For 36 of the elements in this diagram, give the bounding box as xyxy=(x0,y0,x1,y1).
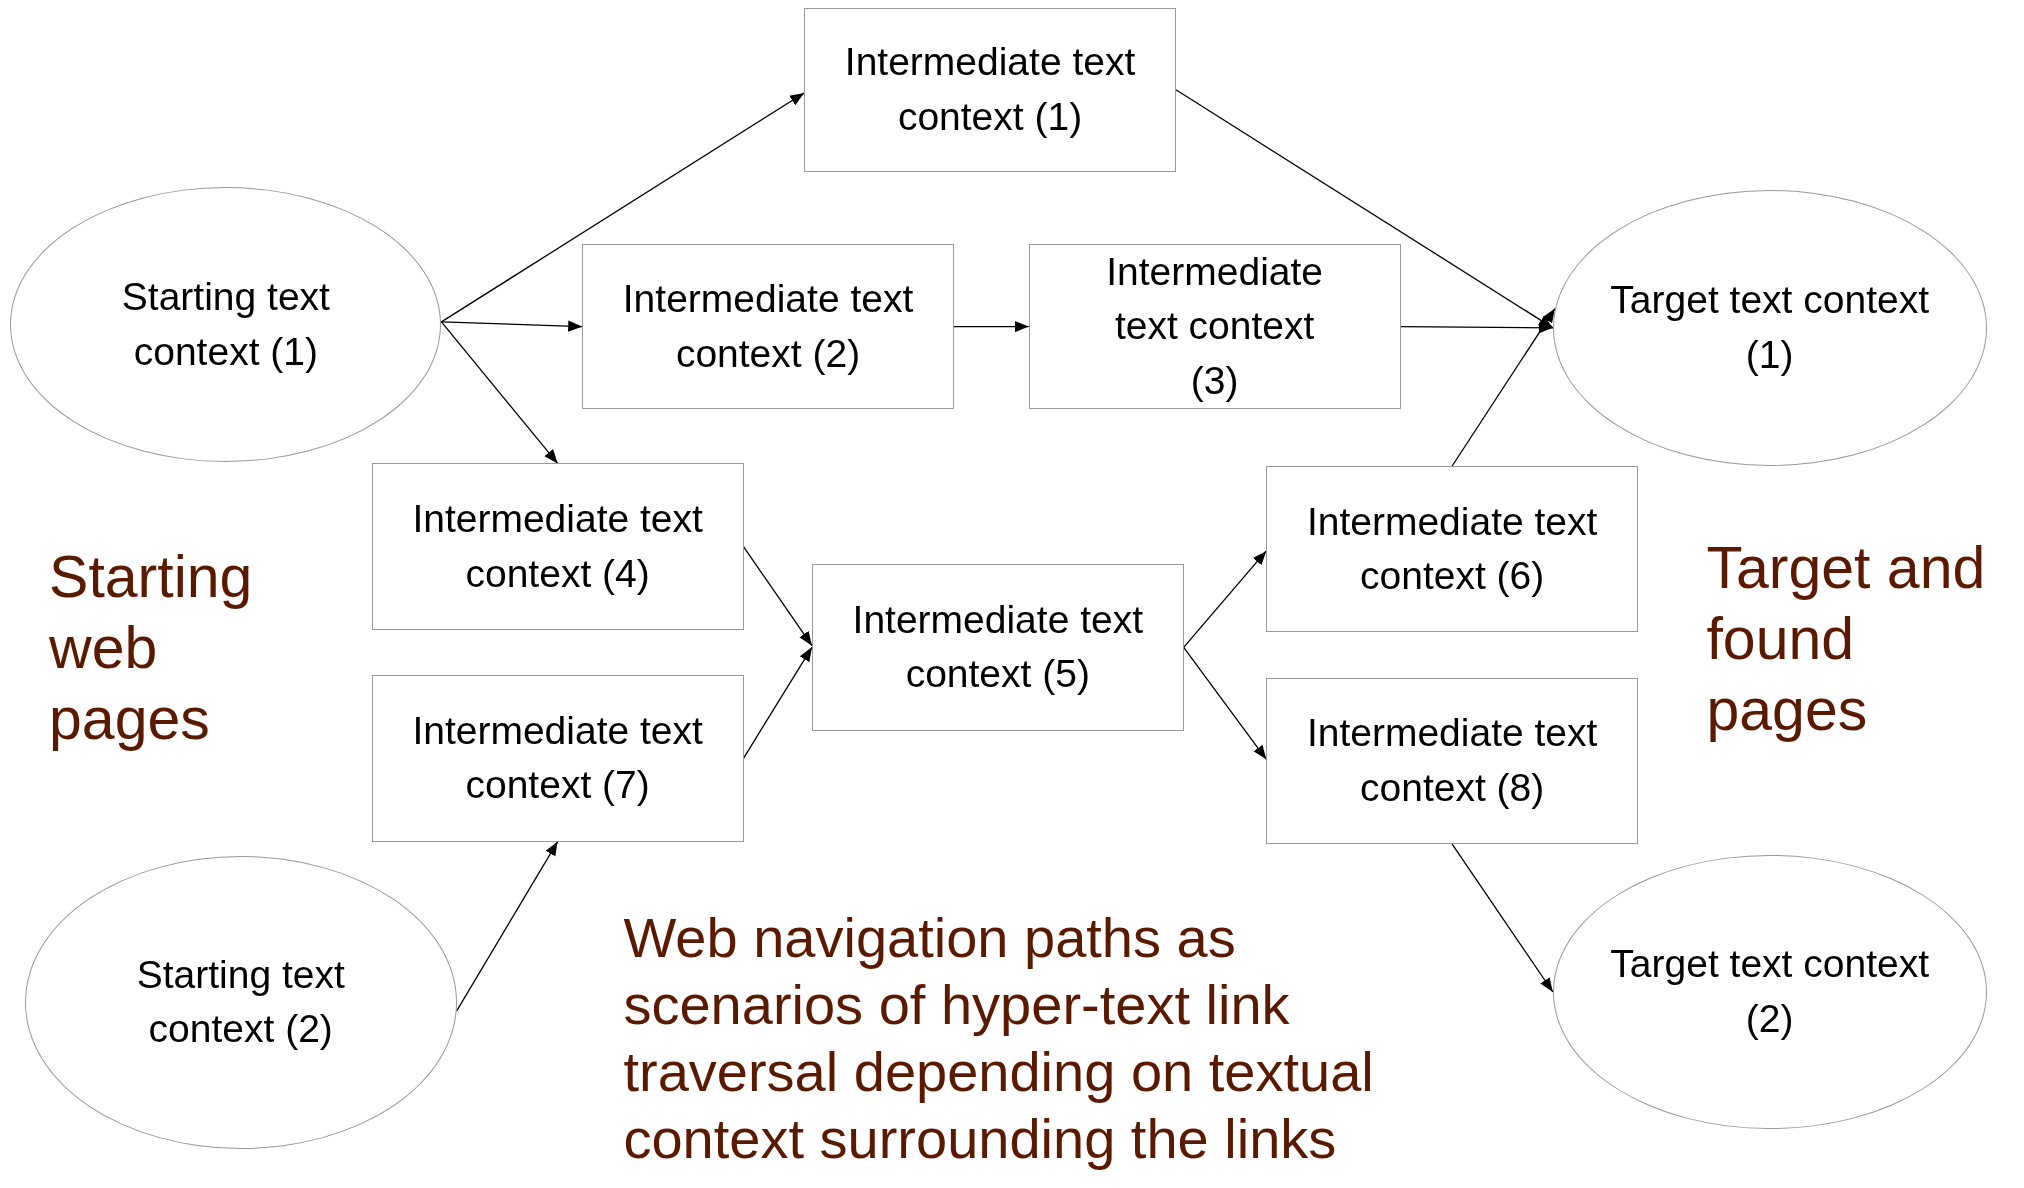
process-box xyxy=(1028,243,1401,410)
process-box xyxy=(371,463,744,630)
side-label: Starting web pages xyxy=(49,543,254,754)
process-box xyxy=(811,564,1184,731)
side-label: Target and found pages xyxy=(1706,534,1987,745)
node-text: Starting text context (2) xyxy=(135,951,346,1053)
node-text: Intermediate text context (3) xyxy=(1105,248,1325,404)
process-box xyxy=(371,675,744,842)
node-text: Intermediate text context (6) xyxy=(1305,498,1599,600)
process-box xyxy=(1266,466,1639,633)
arrow xyxy=(1183,550,1267,648)
node-text: Intermediate text context (1) xyxy=(843,39,1137,140)
node-text: Intermediate text context (4) xyxy=(411,496,704,597)
node-text: Target text context (1) xyxy=(1609,277,1931,378)
arrow xyxy=(455,840,559,1012)
arrow xyxy=(742,546,813,647)
caption-text: Web navigation paths as scenarios of hyper-text link traversal depending on textual context surrounding the links xyxy=(623,904,1375,1173)
arrow xyxy=(440,321,559,465)
arrow xyxy=(440,320,583,332)
process-box xyxy=(582,243,954,410)
arrow xyxy=(1451,843,1554,993)
arrow xyxy=(440,92,805,323)
arrow xyxy=(1175,89,1554,329)
node-text: Intermediate text context (8) xyxy=(1305,710,1599,811)
process-box xyxy=(1266,677,1639,845)
arrow xyxy=(1183,646,1267,760)
node-text: Starting text context (1) xyxy=(120,274,331,375)
arrow xyxy=(1451,307,1556,467)
arrow xyxy=(953,321,1030,333)
process-box xyxy=(804,7,1176,172)
arrow xyxy=(742,646,813,759)
node-text: Target text context (2) xyxy=(1609,941,1931,1042)
node-text: Intermediate text context (5) xyxy=(851,596,1145,698)
node-text: Intermediate text context (2) xyxy=(621,275,915,377)
node-text: Intermediate text context (7) xyxy=(411,707,704,809)
arrow xyxy=(1399,322,1554,334)
